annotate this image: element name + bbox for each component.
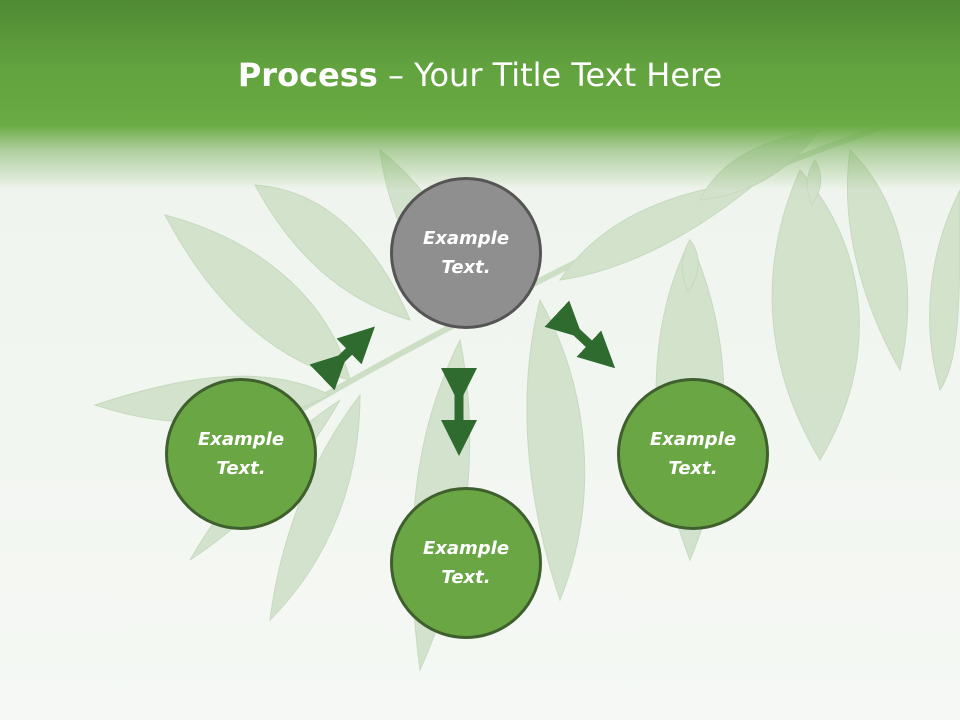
double-arrow-right	[544, 300, 616, 369]
title-bar	[0, 0, 960, 190]
process-circle-right[interactable]: Example Text.	[617, 378, 769, 530]
circle-text-bottom: Example Text.	[422, 538, 510, 588]
title-rest: – Your Title Text Here	[377, 56, 723, 94]
circle-text-top: Example Text.	[422, 228, 510, 278]
process-circle-bottom[interactable]: Example Text.	[390, 487, 542, 639]
circle-text-left: Example Text.	[197, 429, 285, 479]
title-bold: Process	[237, 56, 378, 94]
process-circle-top[interactable]: Example Text.	[390, 177, 542, 329]
process-circle-left[interactable]: Example Text.	[165, 378, 317, 530]
slide-title: Process – Your Title Text Here	[0, 52, 960, 98]
circle-text-right: Example Text.	[649, 429, 737, 479]
double-arrow-left	[309, 326, 375, 391]
